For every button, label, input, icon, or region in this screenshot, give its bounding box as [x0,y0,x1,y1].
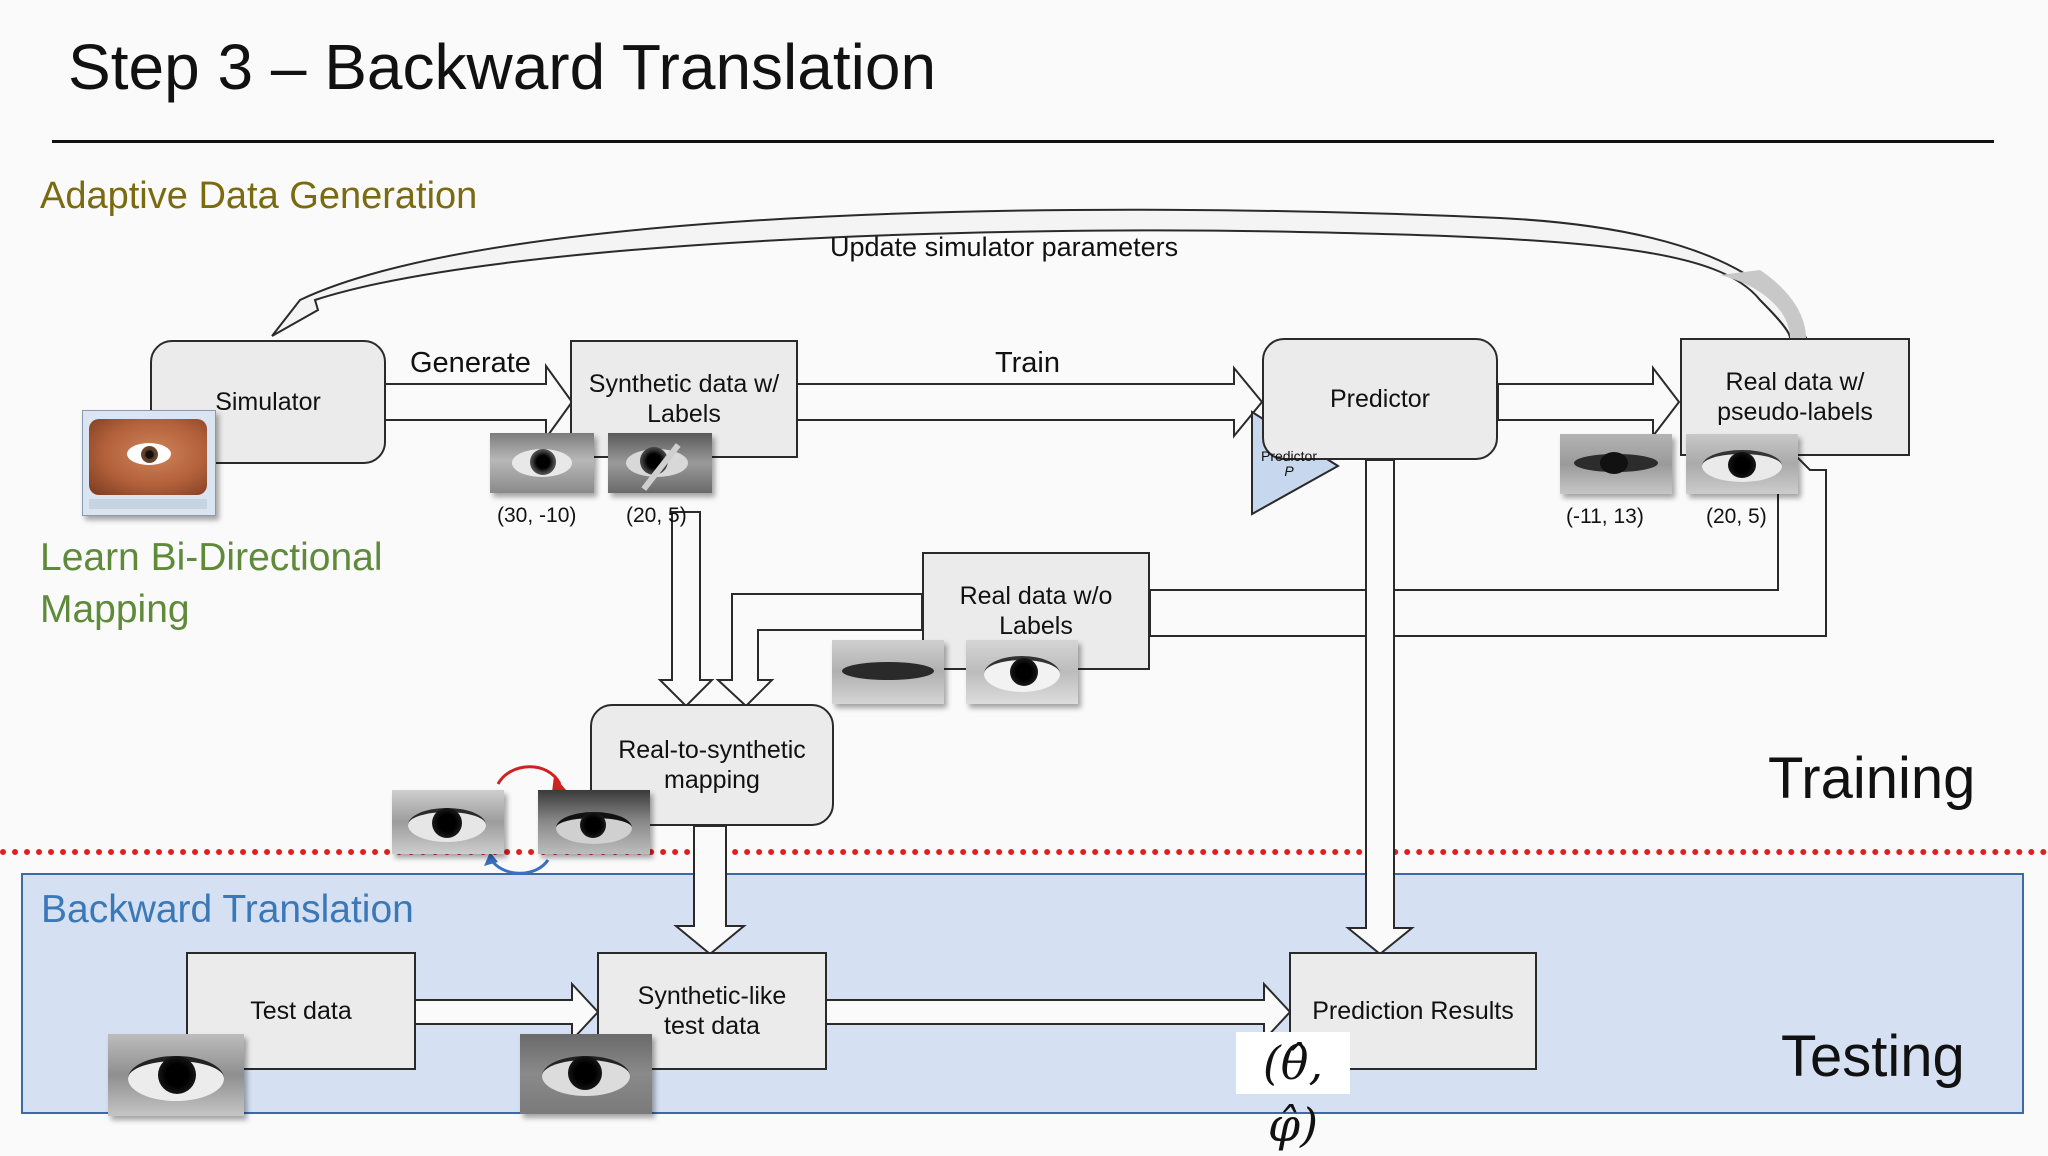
simulator-label: Simulator [215,388,321,416]
synthetic-eye-image-1 [490,433,594,493]
r2s-line2: mapping [664,766,760,794]
synthetic-coord-1: (30, -10) [497,504,577,527]
synthetic-to-r2s-arrow [657,511,715,708]
mapping-eye-image-real [392,790,504,854]
test-eye-image [108,1034,244,1116]
r2s-line1: Real-to-synthetic [618,736,806,764]
real-pseudo-line1: Real data w/ [1725,368,1865,396]
real-eye-image-2 [1686,434,1798,494]
adaptive-data-generation-heading: Adaptive Data Generation [40,175,478,217]
update-arrow [271,208,1808,339]
real-coord-1: (-11, 13) [1566,505,1644,528]
real-to-r2s-arrow [715,593,923,708]
synth-like-line2: test data [664,1012,760,1040]
generate-label: Generate [410,347,531,379]
synthetic-label-line1: Synthetic data w/ [588,370,780,398]
train-label: Train [995,347,1060,379]
training-label: Training [1768,746,1976,811]
r2s-mapping-box: Real-to-synthetic mapping [590,704,834,826]
synthetic-like-eye-image [520,1034,652,1114]
train-arrow [796,365,1264,439]
test-to-synthlike-arrow [414,981,600,1043]
blue-cycle-arrow [488,857,550,875]
learn-mapping-heading-line1: Learn Bi-Directional [40,536,383,579]
synthetic-coord-2: (20, 5) [626,504,687,527]
prediction-formula: (θ̂, φ̂) [1236,1032,1350,1152]
title-rule [52,140,1994,143]
predictor-to-results-arrow [1345,459,1415,956]
predictor-box: Predictor [1262,338,1498,460]
backward-translation-heading: Backward Translation [41,888,414,931]
train-test-divider [0,849,2048,855]
real-nolabel-line1: Real data w/o [959,582,1113,610]
r2s-to-synthlike-arrow [673,825,747,956]
testing-label: Testing [1781,1024,1965,1089]
prediction-results-label: Prediction Results [1312,997,1514,1025]
update-label: Update simulator parameters [830,232,1179,262]
mapping-eye-image-synthetic [538,790,650,854]
generate-arrow [384,362,574,442]
predictor-icon-line1: Predictor [1260,448,1318,464]
predictor-icon-text: Predictor P [1256,449,1322,478]
predictor-label: Predictor [1329,385,1431,413]
real-eye-image-1 [1560,434,1672,494]
real-to-pseudo-arrow [1149,444,1827,637]
synth-like-line1: Synthetic-like [637,982,787,1010]
real-unlabeled-eye-image-1 [832,640,944,704]
synthetic-eye-image-2 [608,433,712,493]
red-cycle-arrow [496,765,562,785]
synthlike-to-results-arrow [825,981,1292,1043]
synthetic-like-box: Synthetic-like test data [597,952,827,1070]
real-pseudo-line2: pseudo-labels [1717,398,1873,426]
synthetic-label-line2: Labels [647,400,721,428]
predictor-to-real-arrow [1497,365,1681,439]
real-nolabel-line2: Labels [999,612,1073,640]
test-data-label: Test data [250,997,352,1025]
real-coord-2: (20, 5) [1706,505,1767,528]
slide-title: Step 3 – Backward Translation [68,31,937,103]
real-unlabeled-eye-image-2 [966,640,1078,704]
predictor-icon-line2: P [1284,462,1294,479]
learn-mapping-heading-line2: Mapping [40,588,190,631]
simulator-thumbnail [82,410,216,516]
